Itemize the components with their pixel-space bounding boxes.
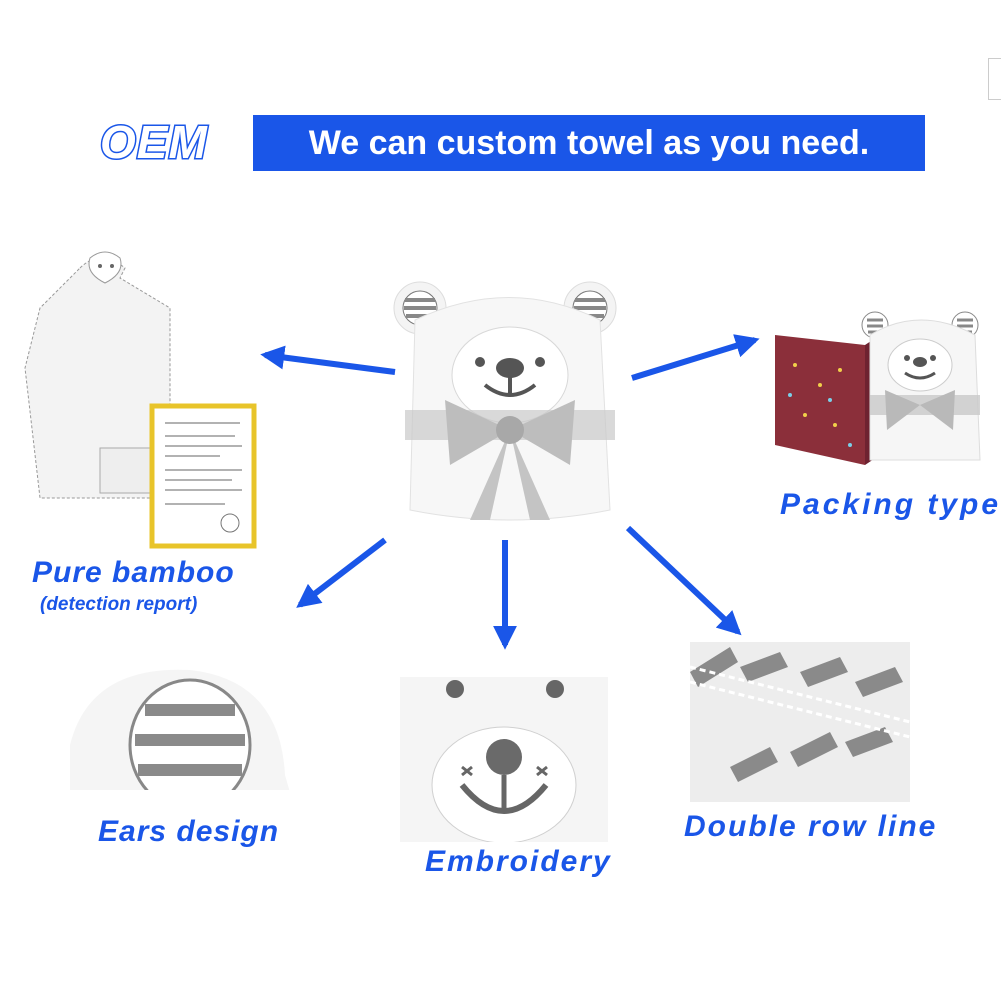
ears-design-image [70, 665, 295, 810]
pure-bamboo-label: Pure bamboo [32, 556, 235, 589]
arrow-icon [260, 345, 396, 375]
embroidery-label: Embroidery [425, 845, 612, 878]
bear-face-icon [431, 680, 577, 842]
gift-box-icon [775, 335, 880, 465]
hero-towel-image [385, 280, 635, 530]
packing-type-image [775, 305, 990, 475]
arrow-icon [631, 334, 760, 381]
stitching-closeup-illustration [690, 647, 910, 782]
double-row-line-label: Double row line [684, 810, 938, 843]
oem-logo: OEM [99, 115, 209, 170]
gift-box-illustration [775, 311, 981, 465]
arrow-icon [296, 537, 387, 608]
pure-bamboo-image [20, 248, 260, 558]
detection-report-label: (detection report) [40, 594, 198, 615]
embroidery-image [400, 677, 608, 842]
title-banner: We can custom towel as you need. [253, 115, 925, 171]
double-row-line-image [690, 642, 910, 802]
ears-design-label: Ears design [98, 815, 280, 848]
spread-towel-illustration [24, 251, 257, 549]
frame-corner [988, 58, 1001, 100]
ear-closeup-illustration [70, 669, 295, 810]
arrow-icon [625, 525, 742, 636]
bear-towel-illustration [393, 281, 617, 521]
certificate-icon [149, 403, 257, 549]
packing-type-label: Packing type [780, 488, 1001, 521]
